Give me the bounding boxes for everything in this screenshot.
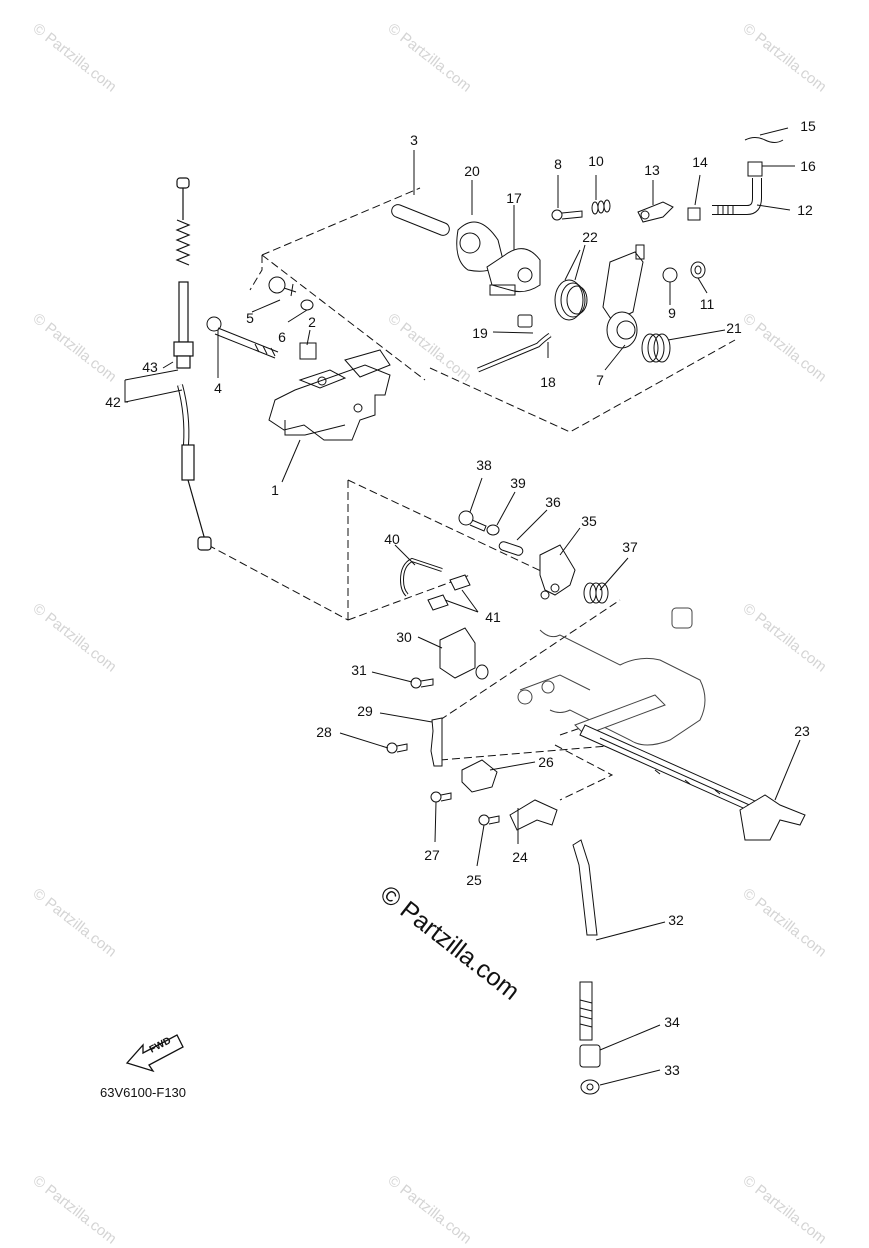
screw-28 bbox=[386, 742, 408, 754]
collar-11 bbox=[690, 261, 706, 279]
callout-11[interactable]: 11 bbox=[699, 296, 715, 312]
screw-8 bbox=[551, 209, 583, 221]
nut-14 bbox=[687, 207, 701, 221]
callout-39[interactable]: 39 bbox=[510, 475, 526, 491]
callout-22[interactable]: 22 bbox=[582, 229, 598, 245]
callout-35[interactable]: 35 bbox=[581, 513, 597, 529]
spring-37 bbox=[583, 582, 609, 604]
diagram-code: 63V6100-F130 bbox=[100, 1085, 187, 1100]
bolt-5 bbox=[268, 276, 297, 297]
clip-19 bbox=[517, 314, 533, 328]
callout-38[interactable]: 38 bbox=[476, 457, 492, 473]
spring-22 bbox=[554, 249, 588, 321]
washer-39 bbox=[486, 524, 500, 536]
lever-17 bbox=[486, 248, 541, 296]
bracket-35 bbox=[539, 544, 576, 600]
callout-12[interactable]: 12 bbox=[797, 202, 813, 218]
callout-2[interactable]: 2 bbox=[308, 314, 316, 330]
callout-9[interactable]: 9 bbox=[668, 305, 676, 321]
callout-28[interactable]: 28 bbox=[316, 724, 332, 740]
callout-5[interactable]: 5 bbox=[246, 310, 254, 326]
elbow-hose-12 bbox=[712, 178, 762, 215]
callout-16[interactable]: 16 bbox=[800, 158, 816, 174]
forward-arrow-icon bbox=[125, 1034, 184, 1073]
callout-37[interactable]: 37 bbox=[622, 539, 638, 555]
clips-41 bbox=[427, 574, 471, 611]
pin-36 bbox=[498, 541, 524, 556]
callout-3[interactable]: 3 bbox=[410, 132, 418, 148]
callout-1[interactable]: 1 bbox=[271, 482, 279, 498]
nut-33 bbox=[580, 1079, 600, 1095]
shift-link-rod-32 bbox=[572, 839, 598, 1041]
callout-10[interactable]: 10 bbox=[588, 153, 604, 169]
callout-31[interactable]: 31 bbox=[351, 662, 367, 678]
plate-29 bbox=[430, 717, 443, 767]
clamp-24 bbox=[509, 799, 558, 831]
sleeve bbox=[391, 204, 450, 236]
block-26 bbox=[461, 759, 498, 793]
spring-21 bbox=[641, 333, 671, 363]
callout-18[interactable]: 18 bbox=[540, 374, 556, 390]
callout-20[interactable]: 20 bbox=[464, 163, 480, 179]
callout-32[interactable]: 32 bbox=[668, 912, 684, 928]
shift-rod-23 bbox=[579, 724, 806, 841]
washer-9 bbox=[662, 267, 678, 283]
screw-31 bbox=[410, 677, 434, 689]
clip-15 bbox=[744, 137, 784, 143]
callout-24[interactable]: 24 bbox=[512, 849, 528, 865]
callout-34[interactable]: 34 bbox=[664, 1014, 680, 1030]
engine-bracket bbox=[517, 607, 706, 746]
callout-8[interactable]: 8 bbox=[554, 156, 562, 172]
callout-15[interactable]: 15 bbox=[800, 118, 816, 134]
screw-27 bbox=[430, 791, 452, 803]
bracket bbox=[268, 349, 391, 441]
assembly-outline-upper bbox=[249, 187, 736, 433]
assembly-outline-middle bbox=[347, 479, 663, 801]
callout-19[interactable]: 19 bbox=[472, 325, 488, 341]
holder-30 bbox=[439, 627, 489, 680]
clamp-16 bbox=[747, 161, 763, 177]
washer-6 bbox=[300, 299, 314, 311]
callout-23[interactable]: 23 bbox=[794, 723, 810, 739]
lever-13 bbox=[637, 201, 674, 223]
callout-27[interactable]: 27 bbox=[424, 847, 440, 863]
callout-26[interactable]: 26 bbox=[538, 754, 554, 770]
callout-29[interactable]: 29 bbox=[357, 703, 373, 719]
throttle-cable bbox=[173, 177, 212, 551]
wire-link-40 bbox=[399, 557, 443, 597]
callout-40[interactable]: 40 bbox=[384, 531, 400, 547]
callout-13[interactable]: 13 bbox=[644, 162, 660, 178]
callout-41[interactable]: 41 bbox=[485, 609, 501, 625]
parts-diagram bbox=[124, 127, 806, 1095]
callout-33[interactable]: 33 bbox=[664, 1062, 680, 1078]
collar-2 bbox=[299, 342, 317, 360]
cable-dash-line bbox=[207, 544, 349, 621]
callout-43[interactable]: 43 bbox=[142, 359, 158, 375]
callout-42[interactable]: 42 bbox=[105, 394, 121, 410]
callout-21[interactable]: 21 bbox=[726, 320, 742, 336]
long-bolt bbox=[206, 316, 279, 359]
callout-25[interactable]: 25 bbox=[466, 872, 482, 888]
callout-30[interactable]: 30 bbox=[396, 629, 412, 645]
spring-10 bbox=[591, 199, 611, 215]
callout-6[interactable]: 6 bbox=[278, 329, 286, 345]
joint-34 bbox=[579, 1044, 601, 1068]
screw-25 bbox=[478, 814, 500, 826]
callout-14[interactable]: 14 bbox=[692, 154, 708, 170]
bolt-38 bbox=[458, 510, 487, 532]
leader-lines bbox=[124, 127, 801, 1086]
callout-7[interactable]: 7 bbox=[596, 372, 604, 388]
callout-17[interactable]: 17 bbox=[506, 190, 522, 206]
callout-4[interactable]: 4 bbox=[214, 380, 222, 396]
callout-36[interactable]: 36 bbox=[545, 494, 561, 510]
lever-7 bbox=[602, 244, 645, 349]
